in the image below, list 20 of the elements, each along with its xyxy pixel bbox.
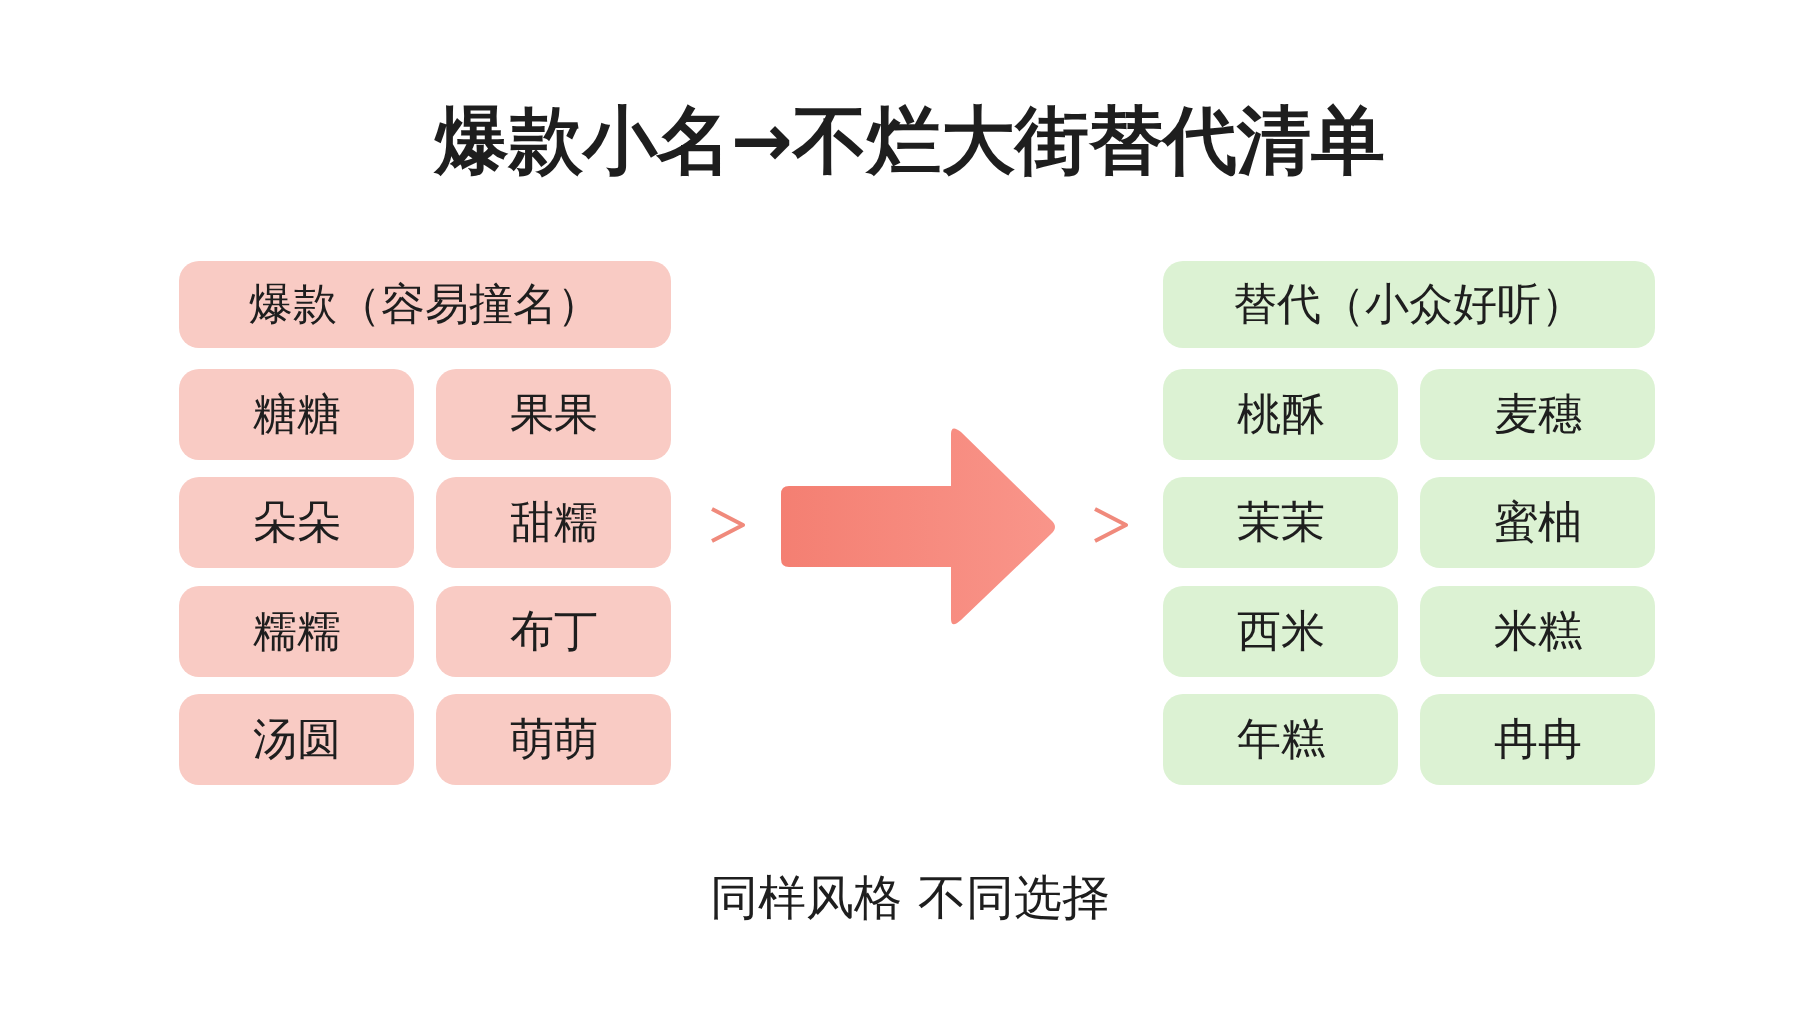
name-tile: 朵朵 [179, 477, 414, 568]
name-tile: 果果 [436, 369, 671, 460]
name-tile: 麦穗 [1420, 369, 1655, 460]
name-tile: 甜糯 [436, 477, 671, 568]
name-tile: 汤圆 [179, 694, 414, 785]
name-tile: 西米 [1163, 586, 1398, 677]
name-tile: 蜜柚 [1420, 477, 1655, 568]
name-tile: 茉茉 [1163, 477, 1398, 568]
name-tile: 布丁 [436, 586, 671, 677]
name-tile: 米糕 [1420, 586, 1655, 677]
column-header: 爆款（容易撞名） [179, 261, 671, 348]
name-tile: 糯糯 [179, 586, 414, 677]
name-tile: 年糕 [1163, 694, 1398, 785]
name-tile: 冉冉 [1420, 694, 1655, 785]
name-tile: 桃酥 [1163, 369, 1398, 460]
caption: 同样风格 不同选择 [709, 868, 1111, 927]
column-header: 替代（小众好听） [1163, 261, 1655, 348]
name-tile: 糖糖 [179, 369, 414, 460]
title: 爆款小名→不烂大街替代清单 [432, 96, 1386, 185]
name-tile: 萌萌 [436, 694, 671, 785]
